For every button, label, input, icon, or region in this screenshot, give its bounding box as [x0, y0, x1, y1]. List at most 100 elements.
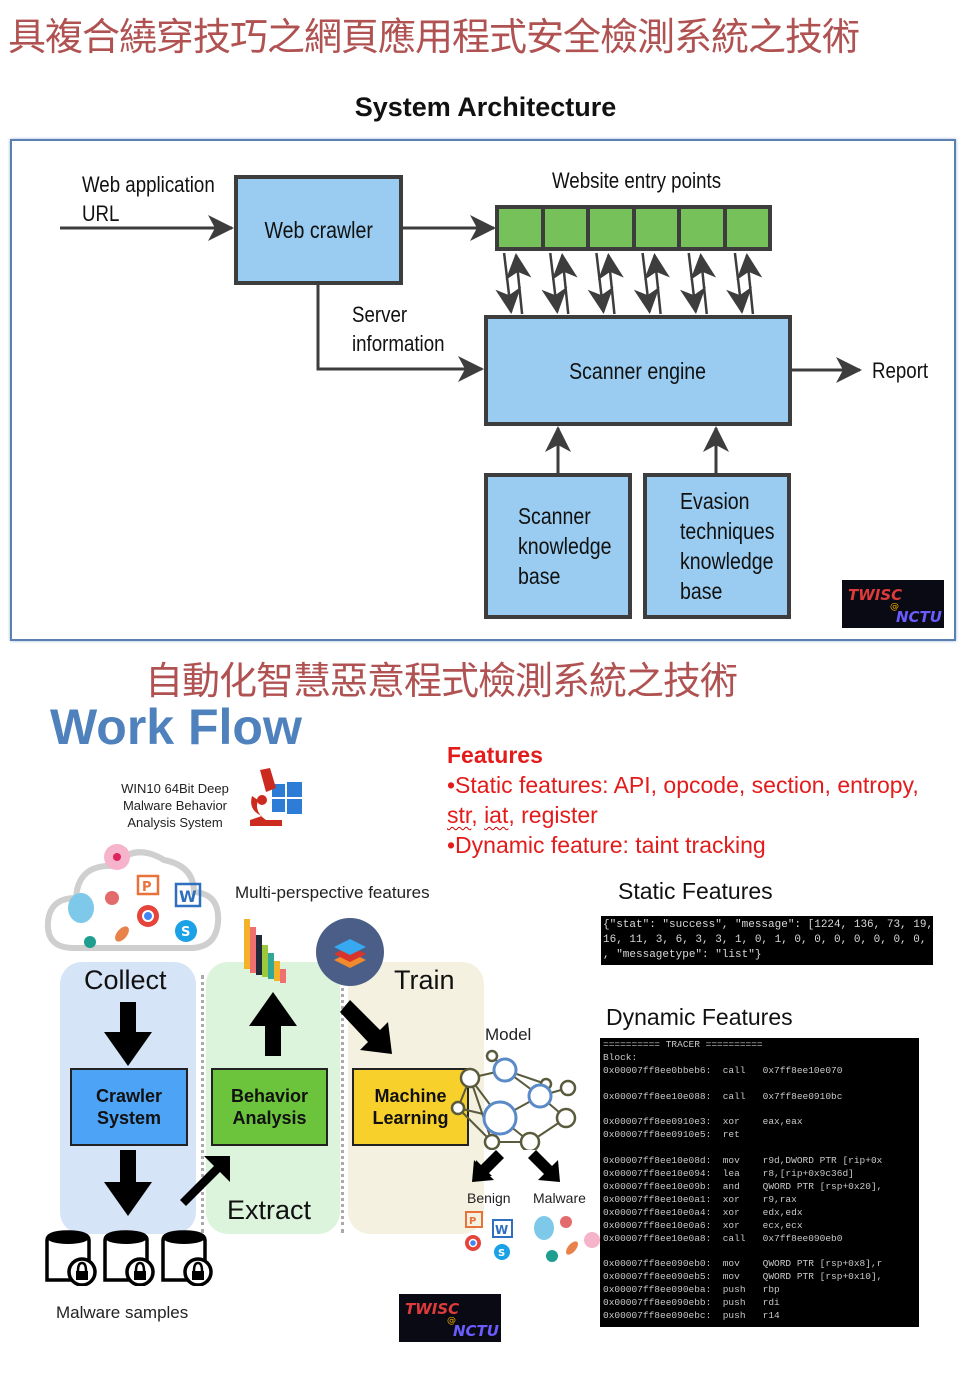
terminal-line: 0x00007ff8ee10e088: call 0x7ff8ee0910bc — [603, 1090, 843, 1102]
arrow-to-engine — [495, 252, 522, 314]
entry-engine-bidirectional-arrows — [495, 252, 763, 315]
svg-text:TWISC: TWISC — [405, 1300, 459, 1318]
kb-text-line: Scanner — [518, 503, 591, 529]
bacteria-icon — [566, 1241, 578, 1255]
terminal-line — [603, 1104, 916, 1117]
stage-train: Train — [394, 965, 455, 995]
terminal-line: 0x00007ff8ee090ebc: push r14 — [603, 1310, 780, 1322]
malware-samples-label: Malware samples — [56, 1303, 189, 1322]
arrow-extract-diag — [180, 1156, 230, 1206]
svg-text:S: S — [181, 925, 190, 940]
architecture-heading: System Architecture — [354, 92, 617, 122]
kb-text-line: base — [680, 578, 723, 604]
terminal-line: Block: — [603, 1051, 638, 1063]
terminal-line: {"stat": "success", "message": [1224, 13… — [603, 919, 933, 931]
static-features-heading: Static Features — [618, 878, 773, 904]
terminal-line — [603, 1142, 916, 1155]
arrow-to-entry — [736, 253, 763, 315]
svg-text:TWISC: TWISC — [848, 586, 902, 604]
arrow-server-info — [316, 283, 484, 382]
features-heading: Features — [447, 742, 543, 768]
arrow-to-engine — [587, 252, 614, 314]
terminal-line — [603, 1078, 916, 1091]
bar-chart-icon — [244, 919, 286, 983]
workflow-heading: Work Flow — [50, 699, 302, 755]
svg-text:W: W — [179, 887, 197, 906]
skype-icon — [175, 920, 197, 942]
arrow-up-behavior — [249, 992, 297, 1056]
microscope-windows-icon — [250, 768, 302, 826]
dynamic-features-tracer-output: ========== TRACER ==========Block: 0x0000… — [600, 1038, 919, 1327]
malware-label: Malware — [533, 1190, 586, 1206]
multi-perspective-label: Multi-perspective features — [235, 883, 430, 902]
svg-text:@: @ — [890, 602, 899, 612]
model-label: Model — [485, 1025, 532, 1044]
arrow-to-benign — [472, 1150, 504, 1182]
arrow-to-entry — [644, 253, 670, 315]
germ-icon — [105, 891, 119, 905]
entry-point-cell — [540, 205, 590, 251]
bug-icon — [68, 893, 94, 923]
twisc-nctu-logo: TWISC @ NCTU — [842, 580, 944, 628]
classified-icons: P W S — [465, 1211, 600, 1262]
scanner-knowledge-base-box: Scanner knowledge base — [484, 473, 632, 619]
kb-text-line: knowledge — [518, 533, 612, 559]
arrow-to-engine — [633, 252, 660, 314]
terminal-line: 0x00007ff8ee090eb5: mov QWORD PTR [rsp+0… — [603, 1271, 883, 1283]
malware-cloud: P W S — [44, 844, 222, 951]
report-label: Report — [872, 358, 929, 383]
entry-point-cell — [586, 205, 636, 251]
web-crawler-box: Web crawler — [234, 175, 403, 285]
terminal-line: 0x00007ff8ee090ebb: push rdi — [603, 1297, 780, 1309]
terminal-line: 16, 11, 3, 6, 3, 3, 1, 0, 1, 0, 0, 0, 0,… — [603, 934, 933, 946]
svg-text:P: P — [469, 1216, 476, 1227]
kb-text-line: base — [518, 563, 561, 589]
arrow-down-samples — [104, 1150, 152, 1216]
svg-text:P: P — [142, 880, 152, 895]
word-icon — [492, 1219, 513, 1238]
svg-text:NCTU: NCTU — [453, 1322, 499, 1340]
terminal-line: 0x00007ff8ee0910e5: ret — [603, 1129, 740, 1141]
svg-text:NCTU: NCTU — [896, 608, 942, 626]
malware-sample-databases — [45, 1230, 213, 1286]
virus-icon — [84, 936, 96, 948]
kb-text-line: Evasion — [680, 488, 750, 514]
terminal-line: , "messagetype": "list"} — [603, 949, 762, 961]
kb-text-line: techniques — [680, 518, 775, 544]
terminal-line: 0x00007ff8ee090eb0: mov QWORD PTR [rsp+0… — [603, 1258, 883, 1270]
terminal-line: 0x00007ff8ee090eba: push rbp — [603, 1284, 780, 1296]
terminal-line: ========== TRACER ========== — [603, 1039, 763, 1050]
word-icon — [174, 882, 202, 908]
terminal-line: 0x00007ff8ee0910e3: xor eax,eax — [603, 1116, 803, 1128]
project-title-malware-detection: 自動化智慧惡意程式檢測系統之技術 — [145, 659, 738, 703]
stage-extract: Extract — [227, 1195, 312, 1225]
database-lock-icon — [161, 1230, 213, 1286]
virus-cell-icon — [584, 1232, 600, 1248]
database-lock-icon — [45, 1230, 97, 1286]
static-features-line: •Static features: API, opcode, section, … — [447, 772, 919, 798]
twisc-nctu-logo: TWISC @ NCTU — [399, 1294, 501, 1342]
svg-text:@: @ — [447, 1316, 456, 1326]
static-features-output: {"stat": "success", "message": [1224, 13… — [601, 916, 933, 965]
terminal-line: 0x00007ff8ee10e094: lea r8,[rip+0x9c36d] — [603, 1168, 854, 1180]
svg-text:S: S — [498, 1248, 505, 1259]
layers-icon — [316, 918, 384, 986]
arrow-train-diag — [340, 1000, 392, 1054]
column-divider — [201, 975, 204, 1233]
stage-collect: Collect — [84, 965, 167, 995]
scanner-engine-box: Scanner engine — [484, 315, 792, 426]
entry-point-cell — [495, 205, 545, 251]
dynamic-features-line: •Dynamic feature: taint tracking — [447, 832, 766, 858]
svg-text:W: W — [495, 1223, 508, 1237]
arrow-to-entry — [505, 253, 532, 315]
powerpoint-icon — [465, 1211, 483, 1228]
entry-point-cell — [631, 205, 681, 251]
arrow-to-malware — [528, 1150, 560, 1182]
terminal-line: 0x00007ff8ee10e08d: mov r9d,DWORD PTR [r… — [603, 1155, 883, 1167]
bug-icon — [534, 1216, 554, 1240]
